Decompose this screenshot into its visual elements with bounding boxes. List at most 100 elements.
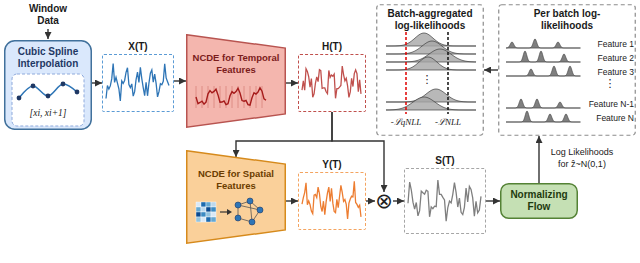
- feature-label: Feature N-1: [582, 98, 634, 110]
- connector: [286, 200, 298, 201]
- edge-label: Log Likelihoods for ẑ~N(0,1): [546, 146, 618, 170]
- connector: [332, 112, 384, 192]
- dashed-frame: [404, 168, 486, 234]
- connector: [366, 200, 375, 201]
- node-title: NCDE for Spatial Features: [190, 168, 282, 192]
- density-curve: [386, 41, 476, 54]
- connector: [286, 82, 298, 83]
- matrix-cell: [211, 207, 216, 212]
- transform-arrowhead: [227, 209, 232, 215]
- input-label: Window Data: [23, 3, 73, 27]
- text-block: NCDE for Spatial Features: [186, 150, 286, 192]
- signal-box: H(T): [298, 40, 366, 112]
- illustration: [506, 39, 581, 122]
- ellipsis: ⋮: [598, 76, 622, 90]
- input-arrow: [47, 29, 48, 39]
- illustration: [196, 86, 266, 108]
- time-tick: [220, 86, 221, 108]
- matrix-cell: [196, 212, 201, 217]
- time-tick: [202, 86, 203, 108]
- illustration: [12, 74, 84, 126]
- likelihood-spikes: [506, 66, 581, 76]
- loss-label: -ℒqNLL: [386, 116, 426, 128]
- text-block: NCDE for Temporal Features: [186, 34, 286, 76]
- product-operator: ⊗: [375, 192, 393, 210]
- graph-node: [235, 215, 241, 221]
- illustration: [386, 32, 476, 114]
- flow-box: Normalizing Flow: [500, 183, 578, 219]
- connector: [92, 82, 102, 83]
- encoder-trapezoid: NCDE for Spatial Features: [186, 150, 286, 244]
- waveform: [106, 63, 169, 101]
- signal-label: S(T): [435, 154, 454, 168]
- shape-outline: [186, 34, 286, 128]
- graph-node: [249, 219, 255, 225]
- matrix-cell: [196, 217, 201, 222]
- node-title: Batch-aggregated log-likelihoods: [382, 8, 478, 32]
- data-point: [17, 96, 22, 101]
- matrix-cell: [196, 202, 201, 207]
- signal-box: Y(T): [298, 158, 366, 230]
- time-tick: [214, 86, 215, 108]
- connector: [484, 69, 498, 70]
- data-point: [31, 84, 36, 89]
- density-curve: [386, 97, 476, 110]
- shape-outline: [186, 150, 286, 244]
- feature-label: Feature 2: [582, 52, 634, 64]
- graph-node: [247, 198, 253, 204]
- matrix-cell: [206, 217, 211, 222]
- box-outline: [5, 41, 92, 130]
- spline-curve: [19, 84, 77, 98]
- formula-label: [xi, xi+1]: [14, 107, 82, 119]
- graph-node: [235, 202, 241, 208]
- data-point: [75, 90, 80, 95]
- matrix-cell: [201, 207, 206, 212]
- matrix-cell: [211, 212, 216, 217]
- dashed-frame: [298, 172, 366, 230]
- matrix-cell: [206, 207, 211, 212]
- connector: [393, 200, 404, 201]
- matrix-cell: [211, 217, 216, 222]
- mean-line: [447, 32, 449, 114]
- illustration: [196, 198, 263, 225]
- ellipsis: ⋮: [421, 72, 433, 86]
- matrix-cell: [211, 202, 216, 207]
- node-title: Normalizing Flow: [504, 189, 574, 213]
- graph-node: [257, 207, 263, 213]
- matrix-cell: [206, 212, 211, 217]
- waveform-plot: [299, 55, 364, 110]
- waveform: [302, 181, 361, 219]
- dashed-frame: [102, 54, 174, 112]
- likelihood-spikes: [506, 51, 581, 62]
- threshold-line: [405, 32, 407, 114]
- dashed-outline: [377, 5, 484, 136]
- matrix-cell: [196, 207, 201, 212]
- connector: [486, 200, 500, 201]
- trapezoid-outline: [187, 151, 286, 244]
- time-tick: [256, 86, 257, 108]
- waveform: [408, 180, 481, 221]
- matrix-cell: [201, 217, 206, 222]
- likelihood-spikes: [506, 99, 581, 108]
- text-block: ⊗: [375, 192, 393, 210]
- signal-box: X(T): [102, 40, 174, 112]
- node-title: Cubic Spline Interpolation: [10, 46, 86, 70]
- text-block: Cubic Spline Interpolation: [4, 40, 92, 70]
- connector: [174, 80, 186, 81]
- dashed-frame: [298, 54, 366, 112]
- loss-label: -ℒNLL: [428, 116, 468, 128]
- temporal-wave: [196, 88, 266, 105]
- signal-label: H(T): [322, 40, 342, 54]
- trapezoid-outline: [187, 35, 286, 128]
- feature-label: Feature N: [582, 112, 634, 124]
- text-block: Batch-aggregated log-likelihoods: [376, 4, 484, 32]
- box-outline: [501, 184, 578, 219]
- waveform-plot: [299, 173, 364, 228]
- matrix-cell: [206, 202, 211, 207]
- likelihood-spikes: [506, 111, 581, 122]
- waveform-plot: [103, 55, 172, 110]
- matrix-cell: [201, 202, 206, 207]
- feature-label: Feature 3: [582, 66, 634, 78]
